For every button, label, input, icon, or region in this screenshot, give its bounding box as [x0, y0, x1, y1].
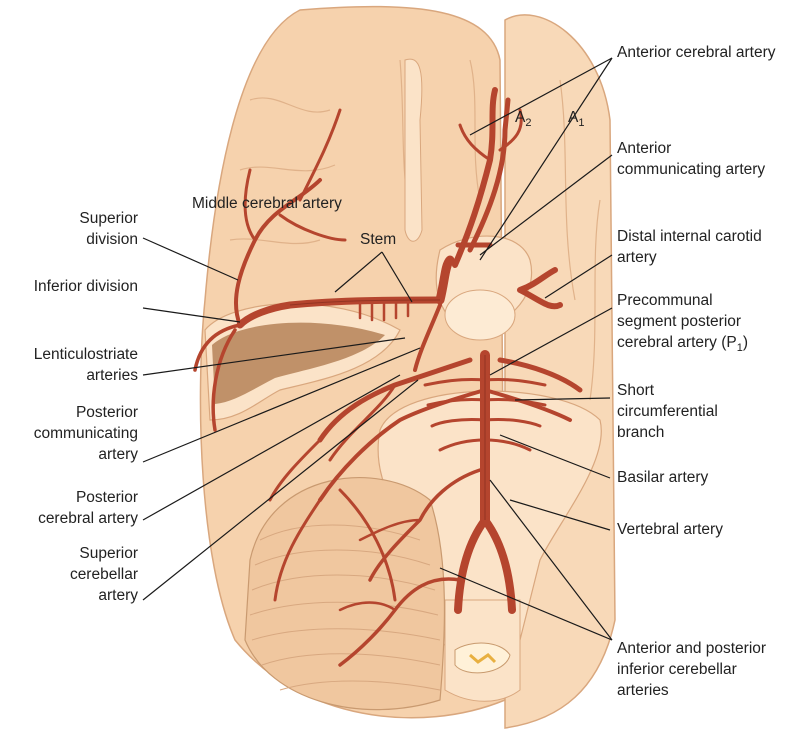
- a2-sub: 2: [525, 117, 532, 130]
- label-precommunal: Precommunal segment posterior cerebral a…: [617, 290, 749, 355]
- cavity-dark: [212, 322, 385, 404]
- olfactory-tract: [404, 58, 423, 242]
- precommunal-close: ): [742, 334, 749, 351]
- label-superior-division: Superior division: [79, 210, 138, 248]
- label-anterior-cerebral: Anterior cerebral artery: [617, 44, 776, 61]
- label-middle-cerebral: Middle cerebral artery: [192, 195, 342, 212]
- precommunal-line2: segment posterior: [617, 313, 742, 330]
- precommunal-text: cerebral artery (P: [617, 334, 737, 351]
- mammillary: [444, 289, 516, 341]
- label-posterior-cerebral: Posterior cerebral artery: [38, 489, 138, 527]
- label-short-circumferential: Short circumferential branch: [617, 382, 718, 441]
- label-posterior-communicating: Posterior communicating artery: [33, 404, 138, 463]
- a1-sub: 1: [578, 117, 585, 130]
- label-vertebral: Vertebral artery: [617, 521, 723, 538]
- label-stem: Stem: [360, 231, 397, 248]
- label-a2: A2: [515, 108, 532, 130]
- label-basilar: Basilar artery: [617, 469, 709, 486]
- label-aica-pica: Anterior and posterior inferior cerebell…: [617, 640, 767, 699]
- a2-text: A: [515, 109, 526, 126]
- a1-text: A: [568, 109, 579, 126]
- label-a1: A1: [568, 108, 585, 130]
- cerebellum: [244, 477, 446, 711]
- leader-lines: [142, 57, 613, 641]
- label-anterior-communicating: Anterior communicating artery: [617, 140, 766, 178]
- artery-highlights: [289, 299, 486, 520]
- precommunal-line3: cerebral artery (P1): [617, 332, 749, 355]
- label-distal-internal-carotid: Distal internal carotid artery: [617, 228, 762, 266]
- precommunal-line1: Precommunal: [617, 292, 713, 309]
- cerebellum-folia: [249, 524, 441, 691]
- gyri-lines: [229, 59, 601, 401]
- precommunal-sub: 1: [736, 342, 743, 355]
- label-lenticulostriate: Lenticulostriate arteries: [33, 346, 138, 384]
- label-superior-cerebellar: Superior cerebellar artery: [69, 545, 138, 604]
- label-inferior-division: Inferior division: [33, 278, 138, 295]
